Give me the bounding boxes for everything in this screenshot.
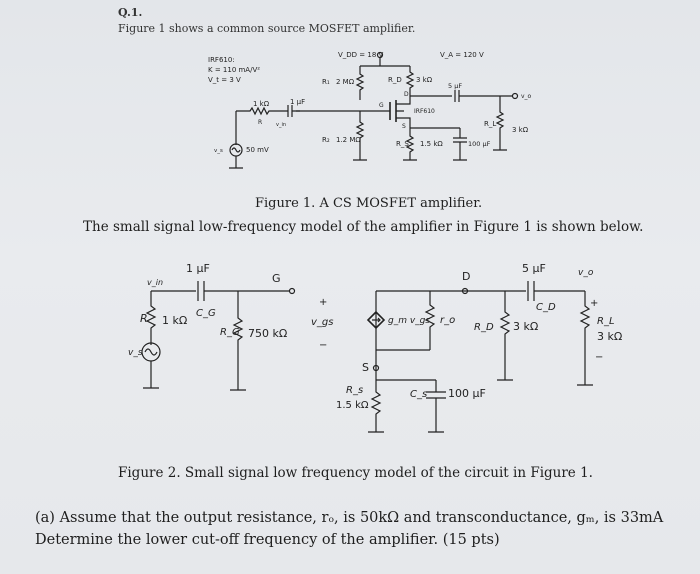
r1-label: R₁: [322, 78, 330, 86]
r-label: R: [140, 312, 148, 325]
rin-label: R: [258, 119, 262, 126]
device-spec-line: IRF610:: [208, 56, 235, 64]
vgs-plus: +: [319, 297, 327, 308]
drain-terminal: [461, 287, 469, 295]
rs-resistor: [403, 127, 460, 161]
device-spec-line: K = 110 mA/V²: [208, 66, 260, 74]
rg-value: 750 kΩ: [248, 327, 287, 340]
vdd-label: V_DD = 18 V: [338, 51, 384, 59]
vs-value: 50 mV: [246, 146, 269, 154]
figure-2-caption: Figure 2. Small signal low frequency mod…: [118, 465, 593, 481]
cs-label: C_s: [410, 389, 427, 400]
cin-value: 1 μF: [290, 98, 305, 106]
drain-node-label: D: [462, 270, 470, 283]
r1-resistor: [355, 66, 365, 100]
rg-resistor: [230, 291, 246, 391]
gate-node-label: G: [272, 272, 281, 285]
rd-label: R_D: [388, 76, 402, 84]
arrow-icon: [372, 317, 381, 323]
rs-resistor: [368, 380, 384, 433]
question-number: Q.1.: [118, 6, 143, 19]
va-label: V_A = 120 V: [440, 51, 484, 59]
device-spec-line: V_t = 3 V: [208, 76, 241, 84]
vo-label: v_o: [521, 93, 532, 100]
rl-value: 3 kΩ: [512, 126, 529, 134]
vo-label: v_o: [578, 268, 594, 278]
ground-icon: [229, 156, 243, 169]
vgs-label: v_gs: [311, 317, 333, 328]
source-node-label: S: [362, 361, 369, 374]
rl-minus: −: [595, 352, 603, 363]
sine-icon: [231, 147, 241, 153]
r1-value: 2 MΩ: [336, 78, 355, 86]
rs-value: 1.5 kΩ: [420, 140, 443, 148]
mosfet-terminals: [396, 96, 411, 128]
cs-value: 100 μF: [448, 387, 486, 400]
output-coupling-capacitor: [410, 90, 512, 102]
question-a-line-2: Determine the lower cut-off frequency of…: [35, 532, 500, 548]
rd-resistor: [497, 291, 513, 381]
dependent-current-source-icon: [366, 310, 386, 330]
ro-resistor: [376, 291, 436, 351]
drain-label: D: [404, 91, 409, 98]
ground-icon: [143, 361, 159, 389]
rd-value: 3 kΩ: [513, 320, 538, 333]
rl-resistor: [577, 291, 593, 386]
low-frequency-intro: The small signal low-frequency model of …: [83, 219, 644, 235]
input-network: [235, 105, 300, 145]
rd-resistor: [405, 66, 415, 96]
r2-label: R₂: [322, 136, 330, 144]
rl-value: 3 kΩ: [597, 330, 622, 343]
r-resistor: [145, 291, 157, 345]
cs-capacitor: [453, 128, 467, 161]
cg-capacitor: [151, 281, 290, 301]
rin-value: 1 kΩ: [253, 100, 270, 108]
ro-label: r_o: [440, 315, 455, 326]
rs-label: R_S: [396, 140, 409, 148]
cs-value: 100 μF: [468, 140, 491, 148]
gate-label: G: [379, 102, 384, 109]
vin-label: v_in: [147, 278, 163, 287]
r-value: 1 kΩ: [162, 314, 187, 327]
cout-value: 5 μF: [448, 82, 462, 90]
intro-text: Figure 1 shows a common source MOSFET am…: [118, 22, 416, 35]
cs-capacitor: [426, 380, 446, 433]
r2-value: 1.2 MΩ: [336, 136, 361, 144]
rg-label: R_G: [220, 327, 240, 338]
rl-plus: +: [590, 298, 598, 309]
vs-label: v_s: [128, 348, 143, 358]
rs-label: R_s: [346, 385, 363, 396]
rl-label: R_L: [484, 120, 496, 128]
gate-terminal: [288, 287, 296, 295]
rd-label: R_D: [474, 322, 494, 333]
cd-label: C_D: [536, 302, 556, 313]
rd-value: 3 kΩ: [416, 76, 433, 84]
sine-icon: [144, 348, 158, 356]
cg-label: C_G: [196, 308, 216, 319]
rl-label: R_L: [597, 316, 615, 327]
mosfet-part-label: IRF610: [414, 108, 435, 115]
gm-label: g_m v_gs: [388, 316, 430, 326]
vs-label: v_s: [214, 148, 223, 154]
vo-terminal: [511, 92, 519, 100]
rl-resistor: [493, 96, 507, 151]
r2-resistor: [353, 111, 367, 161]
figure-1-caption: Figure 1. A CS MOSFET amplifier.: [255, 196, 483, 211]
cg-value: 1 μF: [186, 262, 210, 275]
vin-label: v_in: [276, 122, 286, 128]
source-label: S: [402, 123, 406, 130]
rs-value: 1.5 kΩ: [336, 400, 369, 411]
cd-capacitor: [492, 281, 585, 301]
source-terminal: [372, 364, 380, 372]
cd-value: 5 μF: [522, 262, 546, 275]
vdd-terminal: [376, 51, 384, 59]
question-a-line-1: (a) Assume that the output resistance, r…: [35, 510, 664, 526]
vgs-minus: −: [319, 340, 327, 351]
